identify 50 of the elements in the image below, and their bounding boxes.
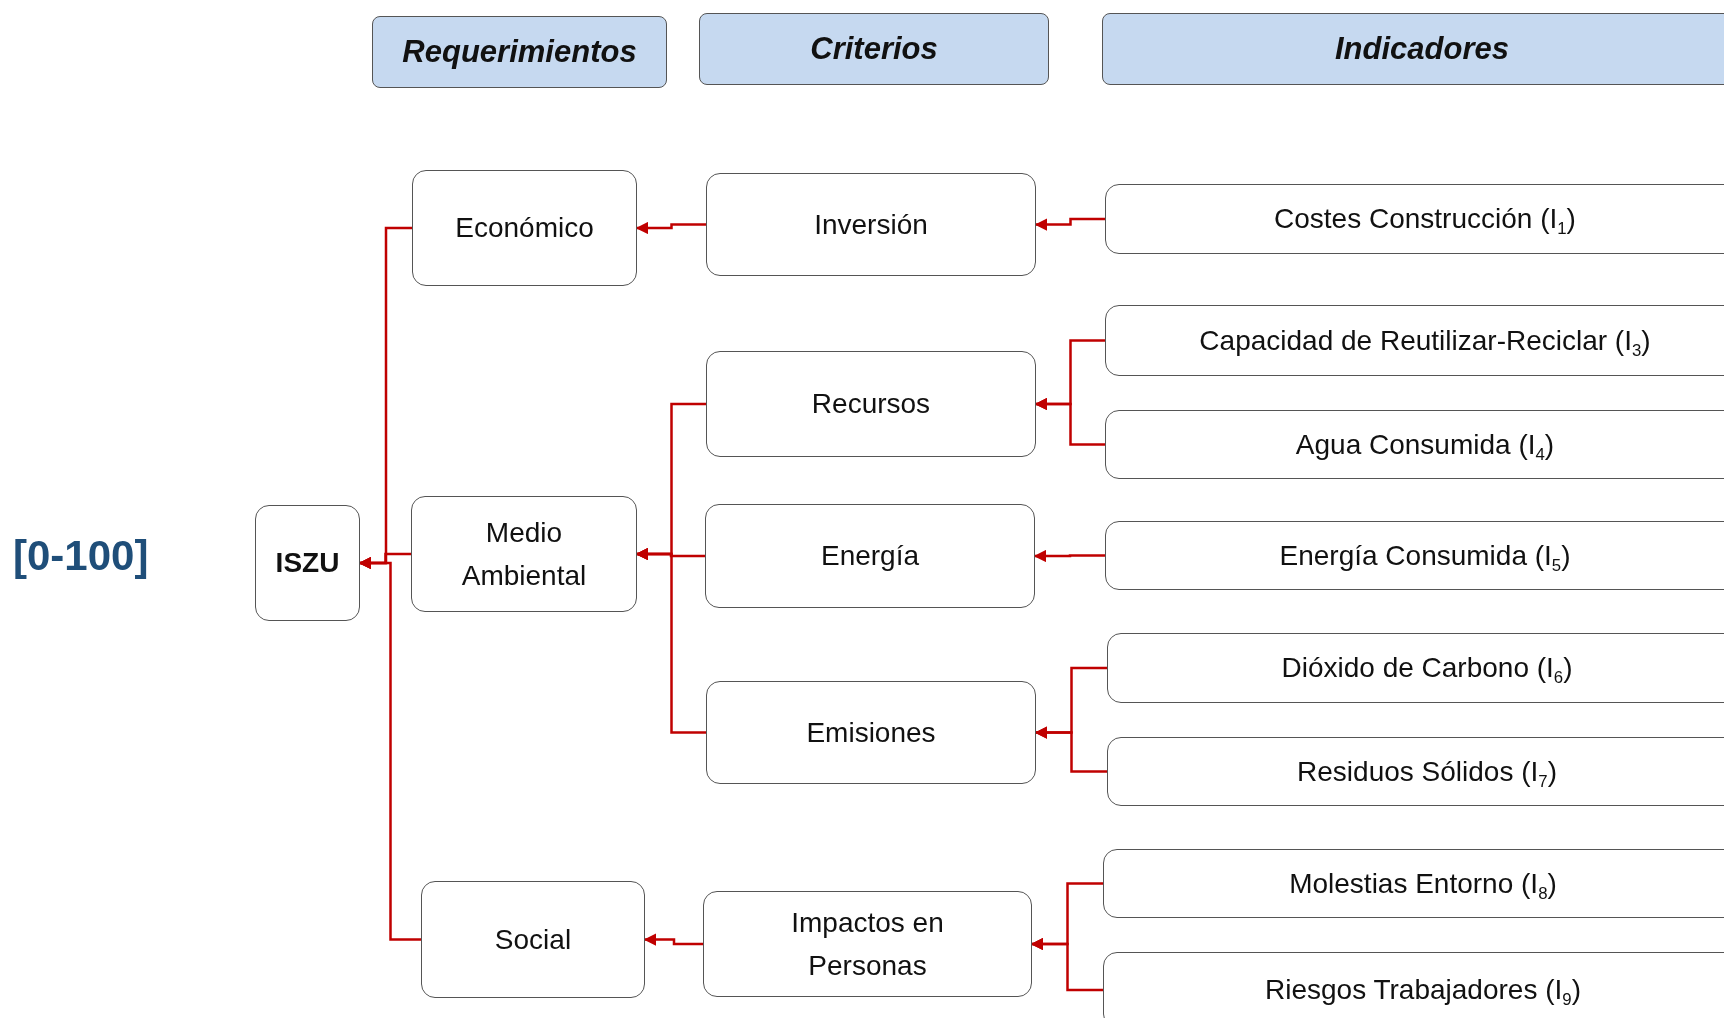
node-label: ISZU [275,546,340,581]
arrow [1034,217,1105,231]
process-box [1107,737,1724,806]
node-label: Agua Consumida (I$_{4}$) [1295,427,1555,466]
arrow [1030,937,1103,992]
node-label: Impactos en Personas [790,905,945,983]
process-box [1107,633,1724,703]
node-label: Económico [455,211,594,246]
node-label: Energía [820,539,920,574]
node-label: Riesgos Trabajadores (I$_{9}$) [1265,973,1581,1012]
process-box [1103,849,1724,918]
process-box [703,891,1032,997]
node-label: Medio Ambiental [460,515,588,593]
header-box [1102,13,1724,85]
process-box [411,496,637,612]
node-label: Inversión [814,207,928,242]
arrow [635,547,706,734]
node-label: Dióxido de Carbono (I$_{6}$) [1281,651,1573,690]
node-label: Emisiones [806,715,936,750]
index-box [255,505,360,621]
header-box [699,13,1049,85]
node-label: Indicadores [1335,29,1509,68]
node-label: Costes Construcción (I$_{1}$) [1274,202,1576,241]
range-label: [0-100] [13,532,149,580]
process-box [1105,184,1724,254]
node-label: Criterios [810,29,938,68]
arrow [1034,726,1107,773]
process-box [706,351,1036,457]
node-label: Molestias Entorno (I$_{8}$) [1289,866,1557,905]
arrow [1033,549,1105,563]
arrow [635,221,706,235]
arrow [643,933,703,946]
node-label: Residuos Sólidos (I$_{7}$) [1297,754,1557,793]
arrow [1034,397,1105,446]
node-label: Energía Consumida (I$_{5}$) [1279,538,1571,577]
arrow [358,556,421,941]
process-box [706,173,1036,276]
node-label: Capacidad de Reutilizar-Reciclar (I$_{3}$) [1199,323,1651,362]
node-label: Recursos [811,387,931,422]
node-label: Requerimientos [402,32,637,71]
node-label: Social [494,922,572,957]
header-box [372,16,667,88]
process-box [421,881,645,998]
process-box [1103,952,1724,1018]
process-box [1105,521,1724,590]
process-box [1105,410,1724,479]
process-box [1105,305,1724,376]
process-box [706,681,1036,784]
process-box [705,504,1035,608]
process-box [412,170,637,286]
